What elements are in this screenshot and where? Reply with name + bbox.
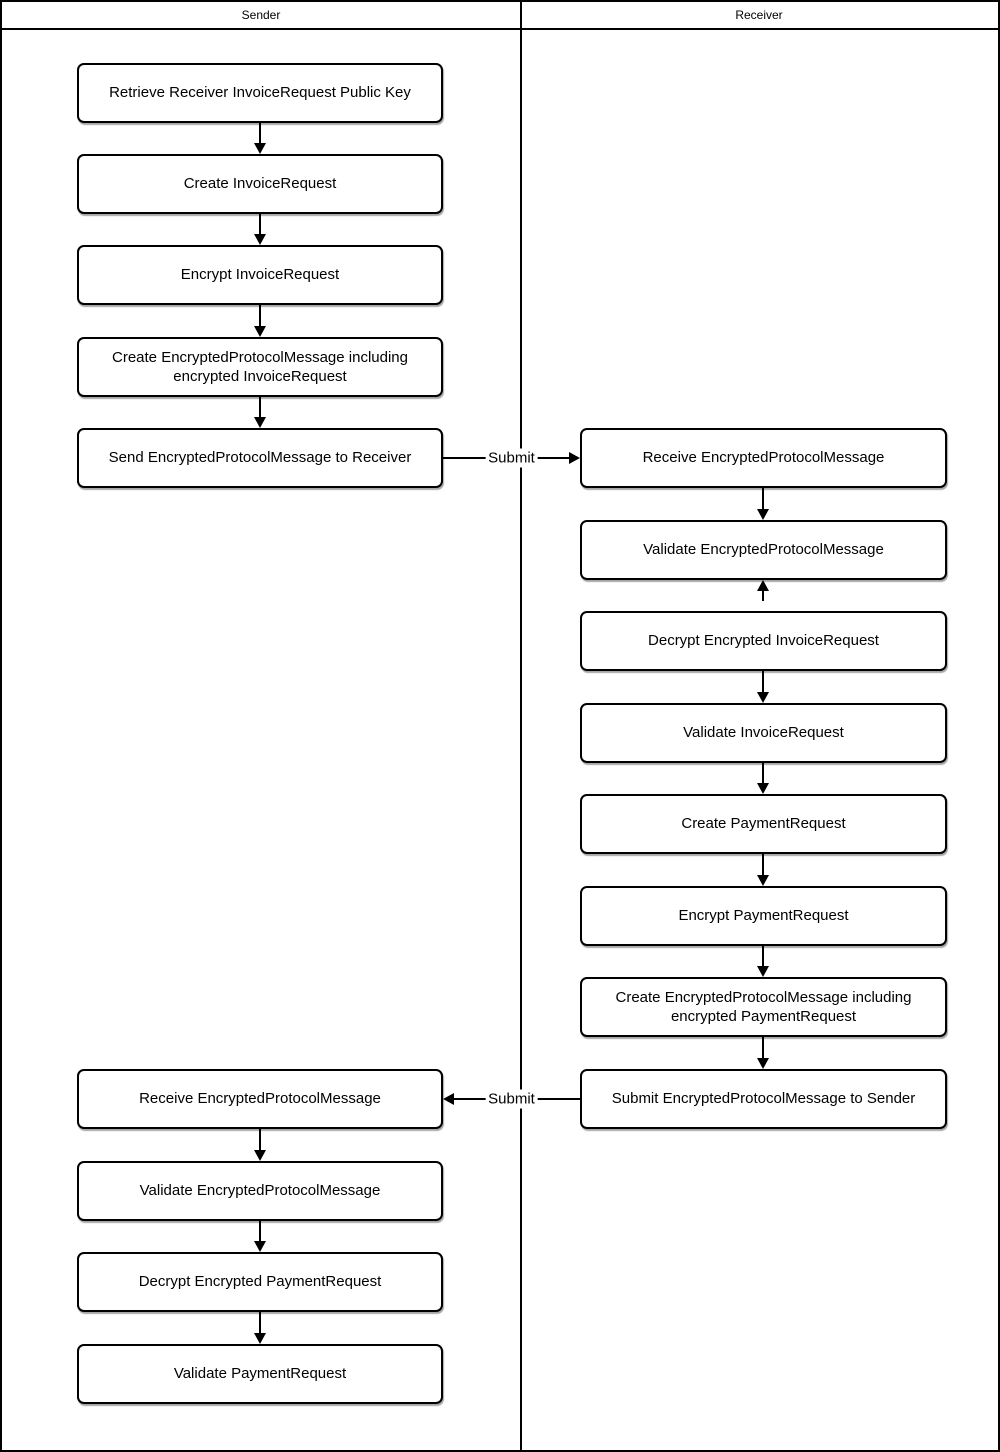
flow-node-label: Validate InvoiceRequest <box>683 724 844 742</box>
lane-title-receiver: Receiver <box>735 8 783 22</box>
flow-node-label: Create EncryptedProtocolMessage includin… <box>112 348 408 386</box>
flow-node-encrypt-paymentrequest: Encrypt PaymentRequest <box>580 886 947 946</box>
flow-node-label: Decrypt Encrypted InvoiceRequest <box>648 632 879 650</box>
flow-node-label: Encrypt InvoiceRequest <box>180 266 340 284</box>
submit-label-bottom: Submit <box>485 1089 538 1109</box>
arrow-create-to-encrypt <box>254 214 266 245</box>
arrow-receive-to-validate-epm <box>757 488 769 520</box>
flow-node-label: Create PaymentRequest <box>681 815 846 833</box>
submit-arrow-sender-to-receiver: Submit <box>443 448 580 468</box>
submit-label-top: Submit <box>485 448 538 468</box>
arrow-create-payment-to-encrypt-payment <box>757 854 769 886</box>
flow-node-validate-paymentrequest: Validate PaymentRequest <box>77 1344 443 1404</box>
flow-node-label: Encrypt PaymentRequest <box>678 907 849 925</box>
flow-node-label: Create EncryptedProtocolMessage includin… <box>615 988 912 1026</box>
lane-title-sender: Sender <box>241 8 281 22</box>
flow-node-create-encryptedprotocolmessage-paymentrequest: Create EncryptedProtocolMessage includin… <box>580 977 947 1037</box>
arrow-decrypt-payment-to-validate-payment <box>254 1312 266 1344</box>
flow-node-submit-encryptedprotocolmessage: Submit EncryptedProtocolMessage to Sende… <box>580 1069 947 1129</box>
flow-node-label: Validate EncryptedProtocolMessage <box>643 541 884 559</box>
flow-node-validate-encryptedprotocolmessage-receiver: Validate EncryptedProtocolMessage <box>580 520 947 580</box>
flow-node-retrieve-public-key: Retrieve Receiver InvoiceRequest Public … <box>77 63 443 123</box>
arrow-retrieve-to-create <box>254 123 266 154</box>
lane-header-sender: Sender <box>2 2 520 30</box>
arrow-encrypt-payment-to-create-epm <box>757 946 769 977</box>
flow-node-label: Validate EncryptedProtocolMessage <box>139 1182 381 1200</box>
flow-node-decrypt-invoicerequest: Decrypt Encrypted InvoiceRequest <box>580 611 947 671</box>
flow-node-create-invoicerequest: Create InvoiceRequest <box>77 154 443 214</box>
flow-node-label: Receive EncryptedProtocolMessage <box>642 449 885 467</box>
flow-node-label: Send EncryptedProtocolMessage to Receive… <box>108 449 412 467</box>
arrow-create-epm-to-send <box>254 397 266 428</box>
flow-node-create-paymentrequest: Create PaymentRequest <box>580 794 947 854</box>
flow-node-create-encryptedprotocolmessage-invoicerequest: Create EncryptedProtocolMessage includin… <box>77 337 443 397</box>
flow-node-send-encryptedprotocolmessage: Send EncryptedProtocolMessage to Receive… <box>77 428 443 488</box>
arrow-validate-epm-to-decrypt-double <box>757 580 769 611</box>
flow-node-label: Receive EncryptedProtocolMessage <box>139 1090 381 1108</box>
flow-node-label: Submit EncryptedProtocolMessage to Sende… <box>611 1090 916 1108</box>
lane-divider <box>520 2 522 1450</box>
arrow-decrypt-to-validate-invoice <box>757 671 769 703</box>
arrow-validate-epm-to-decrypt-payment <box>254 1221 266 1252</box>
flow-node-encrypt-invoicerequest: Encrypt InvoiceRequest <box>77 245 443 305</box>
arrow-create-epm-to-submit <box>757 1037 769 1069</box>
flow-node-receive-encryptedprotocolmessage-receiver: Receive EncryptedProtocolMessage <box>580 428 947 488</box>
flow-node-validate-invoicerequest: Validate InvoiceRequest <box>580 703 947 763</box>
flow-node-label: Create InvoiceRequest <box>183 175 337 193</box>
flow-node-label: Retrieve Receiver InvoiceRequest Public … <box>109 84 411 102</box>
flow-node-decrypt-paymentrequest: Decrypt Encrypted PaymentRequest <box>77 1252 443 1312</box>
arrow-validate-invoice-to-create-payment <box>757 763 769 794</box>
flow-node-validate-encryptedprotocolmessage-sender: Validate EncryptedProtocolMessage <box>77 1161 443 1221</box>
flow-node-label: Decrypt Encrypted PaymentRequest <box>138 1273 382 1291</box>
arrow-encrypt-to-create-epm <box>254 305 266 337</box>
arrow-receive-to-validate-epm-sender <box>254 1129 266 1161</box>
lane-header-receiver: Receiver <box>520 2 998 30</box>
submit-arrow-receiver-to-sender: Submit <box>443 1089 580 1109</box>
flow-node-receive-encryptedprotocolmessage-sender: Receive EncryptedProtocolMessage <box>77 1069 443 1129</box>
flow-node-label: Validate PaymentRequest <box>173 1365 347 1383</box>
